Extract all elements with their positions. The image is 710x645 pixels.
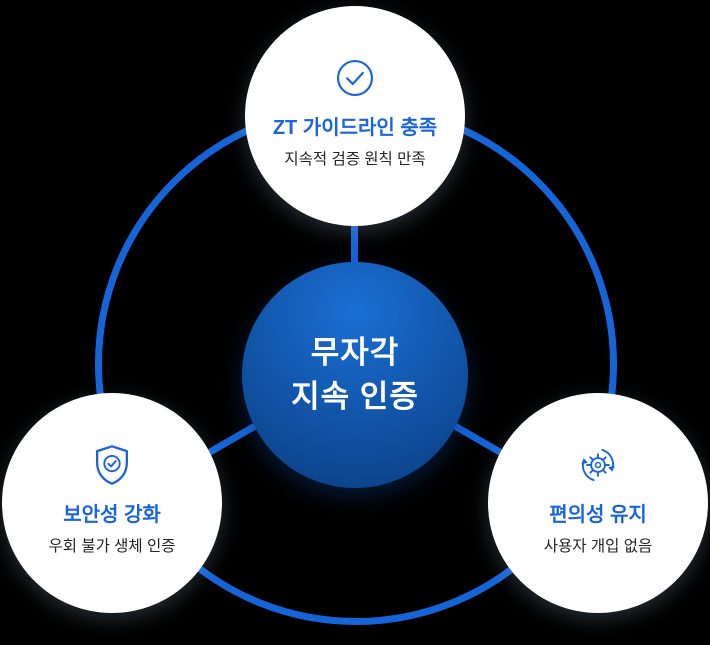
node-security: 보안성 강화 우회 불가 생체 인증 (2, 393, 222, 613)
center-node: 무자각 지속 인증 (242, 262, 468, 488)
check-circle-icon (333, 53, 377, 103)
node-zt-guideline: ZT 가이드라인 충족 지속적 검증 원칙 만족 (245, 6, 465, 226)
spoke-top (351, 218, 358, 268)
node-convenience: 편의성 유지 사용자 개입 없음 (488, 393, 708, 613)
center-node-title: 무자각 지속 인증 (291, 331, 419, 419)
center-title-line1: 무자각 (310, 334, 400, 370)
node-title: 편의성 유지 (549, 504, 647, 526)
node-subtitle: 사용자 개입 없음 (543, 538, 653, 555)
shield-check-icon (89, 440, 135, 490)
node-title: 보안성 강화 (63, 504, 161, 526)
node-subtitle: 우회 불가 생체 인증 (48, 538, 176, 555)
node-subtitle: 지속적 검증 원칙 만족 (284, 151, 426, 168)
node-title: ZT 가이드라인 충족 (272, 117, 438, 139)
center-title-line2: 지속 인증 (291, 379, 419, 414)
gear-refresh-icon (575, 440, 621, 490)
